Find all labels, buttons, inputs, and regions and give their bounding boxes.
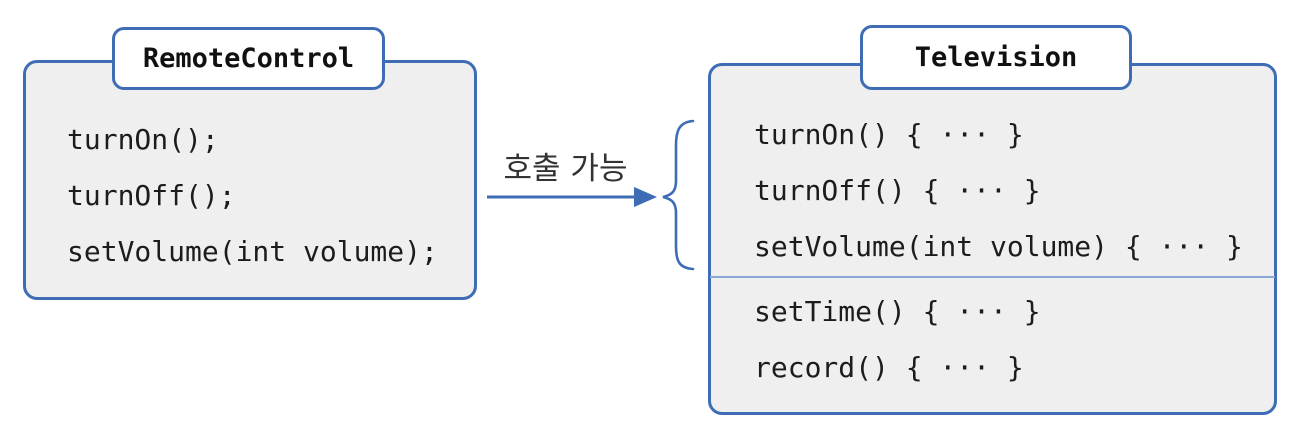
television-title: Television <box>914 42 1078 73</box>
remotecontrol-method-list: turnOn(); turnOff(); setVolume(int volum… <box>67 112 438 280</box>
television-class-box <box>708 63 1277 415</box>
method-setvolume: setVolume(int volume); <box>67 235 438 268</box>
remotecontrol-title: RemoteControl <box>142 43 355 74</box>
method-settime-impl: setTime() { ··· } <box>754 295 1041 328</box>
remotecontrol-title-tab: RemoteControl <box>112 27 385 90</box>
method-turnon-impl: turnOn() { ··· } <box>754 118 1024 151</box>
television-internal-methods: setTime() { ··· } record() { ··· } <box>754 284 1041 396</box>
call-arrow <box>487 187 657 207</box>
method-turnoff-impl: turnOff() { ··· } <box>754 174 1041 207</box>
grouping-brace <box>662 119 695 271</box>
method-setvolume-impl: setVolume(int volume) { ··· } <box>754 230 1243 263</box>
television-callable-methods: turnOn() { ··· } turnOff() { ··· } setVo… <box>754 107 1243 275</box>
method-record-impl: record() { ··· } <box>754 351 1024 384</box>
method-turnon: turnOn(); <box>67 123 219 156</box>
television-title-tab: Television <box>860 25 1132 90</box>
method-section-divider <box>710 276 1275 278</box>
callable-label: 호출 가능 <box>503 151 628 187</box>
method-turnoff: turnOff(); <box>67 179 236 212</box>
